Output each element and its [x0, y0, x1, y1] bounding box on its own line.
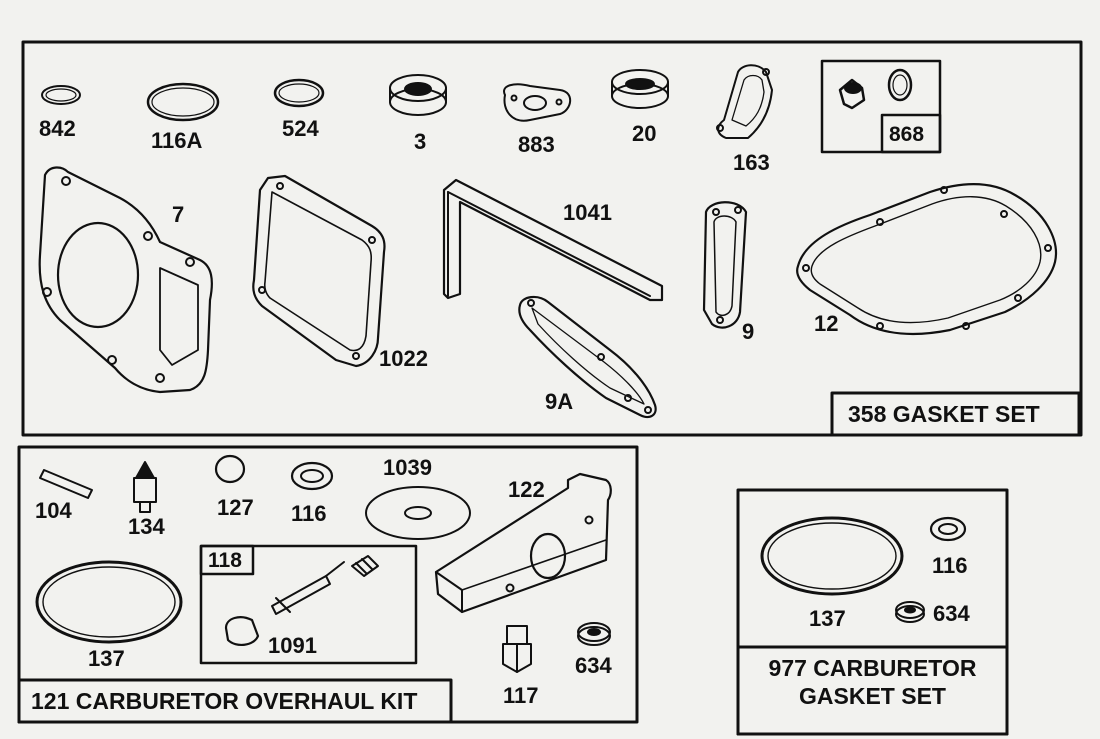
o-ring-524: [273, 78, 325, 108]
pin-104: [39, 469, 93, 499]
label-127: 127: [217, 495, 254, 520]
label-12: 12: [814, 311, 839, 336]
label-1022: 1022: [379, 346, 428, 371]
label-1041: 1041: [563, 200, 612, 225]
label-1091: 1091: [268, 633, 317, 658]
label-9: 9: [742, 319, 755, 344]
needle-group-number-box: [199, 544, 255, 576]
carb-gasket-title-line2: GASKET SET: [799, 682, 946, 709]
gasket-9A: [518, 295, 657, 419]
washer-634-carb: [895, 601, 925, 623]
label-122: 122: [508, 477, 545, 502]
label-1039: 1039: [383, 455, 432, 480]
gasket-set-title-box: [830, 391, 1081, 437]
o-ring-137-carb: [760, 516, 904, 596]
label-117: 117: [503, 683, 539, 708]
label-634-kit: 634: [575, 653, 612, 678]
label-137-carb: 137: [809, 606, 846, 631]
label-3: 3: [414, 129, 427, 154]
label-116-kit: 116: [291, 501, 327, 526]
label-116-carb: 116: [932, 553, 968, 578]
label-134: 134: [128, 514, 165, 539]
gasket-163: [716, 64, 773, 139]
head-gasket-7: [38, 166, 213, 394]
overhaul-kit-title: 121 CARBURETOR OVERHAUL KIT: [31, 688, 418, 714]
washer-116-carb: [929, 516, 967, 542]
label-118: 118: [208, 549, 242, 572]
label-116A: 116A: [151, 128, 203, 153]
o-ring-137-kit: [35, 560, 183, 644]
washer-634-kit: [577, 622, 611, 646]
gasket-set-frame: [21, 40, 1083, 437]
valve-seal-number-box: [880, 113, 942, 154]
valve-seal-868: [838, 68, 913, 110]
o-ring-842: [41, 85, 81, 105]
fitting-117: [502, 625, 532, 673]
label-524: 524: [282, 116, 319, 141]
o-ring-127: [214, 454, 246, 484]
label-7: 7: [172, 202, 185, 227]
o-ring-116A: [146, 82, 220, 122]
gasket-1022: [252, 174, 386, 368]
gasket-883: [503, 83, 572, 122]
label-634-carb: 634: [933, 601, 970, 626]
overhaul-kit-title-box: [17, 678, 453, 724]
washer-116-kit: [290, 461, 334, 491]
label-868: 868: [889, 123, 925, 146]
bracket-1041: [442, 178, 664, 302]
label-163: 163: [733, 150, 770, 175]
label-9A: 9A: [545, 389, 574, 414]
label-137-kit: 137: [88, 646, 125, 671]
needle-valve-1091: [224, 555, 379, 646]
gasket-set-title: 358 GASKET SET: [848, 401, 1040, 427]
carb-gasket-title-box: [736, 645, 1009, 736]
carb-gasket-title-line1: 977 CARBURETOR: [768, 655, 977, 681]
gasket-9: [702, 201, 748, 329]
carb-gasket-title: 977 CARBURETOR GASKET SET: [738, 655, 1007, 710]
washer-1039: [365, 486, 471, 540]
label-842: 842: [39, 116, 76, 141]
label-883: 883: [518, 132, 555, 157]
gasket-12: [796, 183, 1058, 336]
needle-group-box: [199, 544, 418, 665]
label-104: 104: [35, 498, 72, 523]
spacer-122: [434, 472, 612, 614]
label-20: 20: [632, 121, 657, 146]
oil-seal-20: [611, 69, 669, 109]
oil-seal-3: [389, 74, 447, 116]
needle-valve-134: [133, 461, 157, 513]
